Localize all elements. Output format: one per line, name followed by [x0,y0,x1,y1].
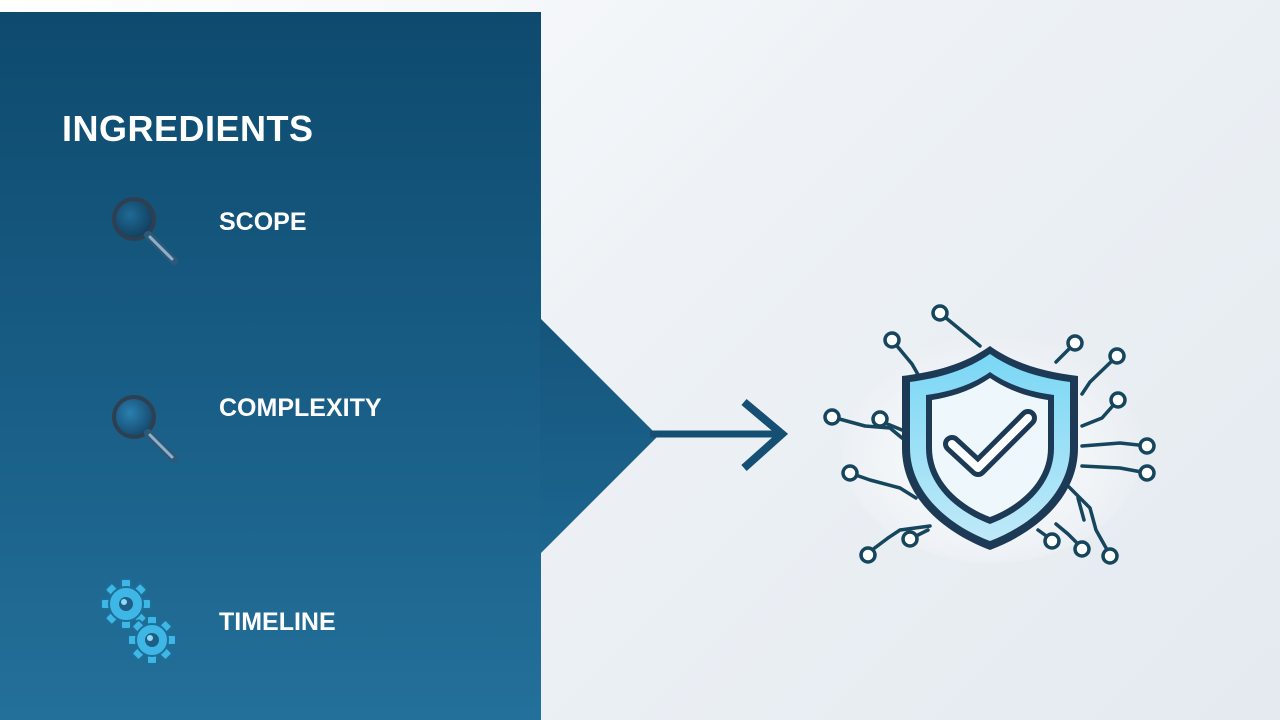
item-label-complexity: COMPLEXITY [219,394,382,422]
panel-title: INGREDIENTS [62,108,314,149]
item-label-scope: SCOPE [219,208,307,236]
right-arrow-icon [650,398,789,471]
shield-check-circuit-icon [823,304,1156,565]
ingredients-panel: INGREDIENTS SCOPE [0,12,541,720]
panel-pointer [540,318,658,554]
item-label-timeline: TIMELINE [219,608,336,636]
gears-icon [100,578,177,665]
magnifier-icon [112,395,178,463]
magnifier-icon [112,197,178,265]
